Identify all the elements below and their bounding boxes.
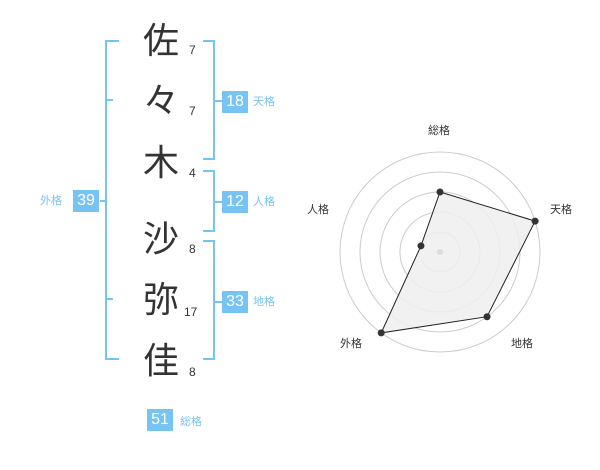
- radar-series-polygon: [380, 191, 536, 334]
- stroke-count-3: 4: [189, 166, 196, 180]
- stroke-count-4: 8: [189, 242, 196, 256]
- stroke-count-1: 7: [189, 43, 196, 57]
- name-char-1: 佐: [142, 21, 179, 62]
- gaikaku-label: 外格: [40, 194, 62, 207]
- radar-point-3: [483, 313, 491, 321]
- tenkaku-value: 18: [222, 91, 248, 113]
- radar-point-5: [417, 242, 425, 250]
- gaikaku-value: 39: [73, 190, 99, 212]
- name-char-4: 沙: [142, 219, 179, 260]
- radar-axis-label-soukaku: 総格: [428, 124, 450, 137]
- radar-point-1: [436, 188, 444, 196]
- radar-axis-label-tenkaku: 天格: [550, 203, 572, 216]
- chikaku-label: 地格: [253, 295, 275, 308]
- stroke-count-6: 8: [189, 365, 196, 379]
- tenkaku-label: 天格: [253, 95, 275, 108]
- radar-axis-label-gaikaku: 外格: [340, 337, 362, 350]
- radar-axis-label-jinkaku: 人格: [307, 203, 329, 216]
- radar-ring: [339, 151, 541, 353]
- jinkaku-value: 12: [222, 191, 248, 213]
- radar-axis-label-chikaku: 地格: [511, 337, 533, 350]
- radar-point-2: [531, 217, 539, 225]
- jinkaku-label: 人格: [253, 195, 275, 208]
- radar-center-point: [437, 249, 443, 255]
- name-char-3: 木: [142, 143, 179, 184]
- name-char-5: 弥: [142, 280, 179, 321]
- soukaku-value: 51: [147, 409, 173, 431]
- soukaku-label: 総格: [180, 415, 202, 428]
- stroke-count-5: 17: [184, 305, 198, 319]
- radar-point-4: [377, 329, 385, 337]
- chikaku-value: 33: [222, 291, 248, 313]
- stroke-count-2: 7: [189, 104, 196, 118]
- name-char-2: 々: [142, 81, 179, 122]
- name-char-6: 佳: [142, 341, 179, 382]
